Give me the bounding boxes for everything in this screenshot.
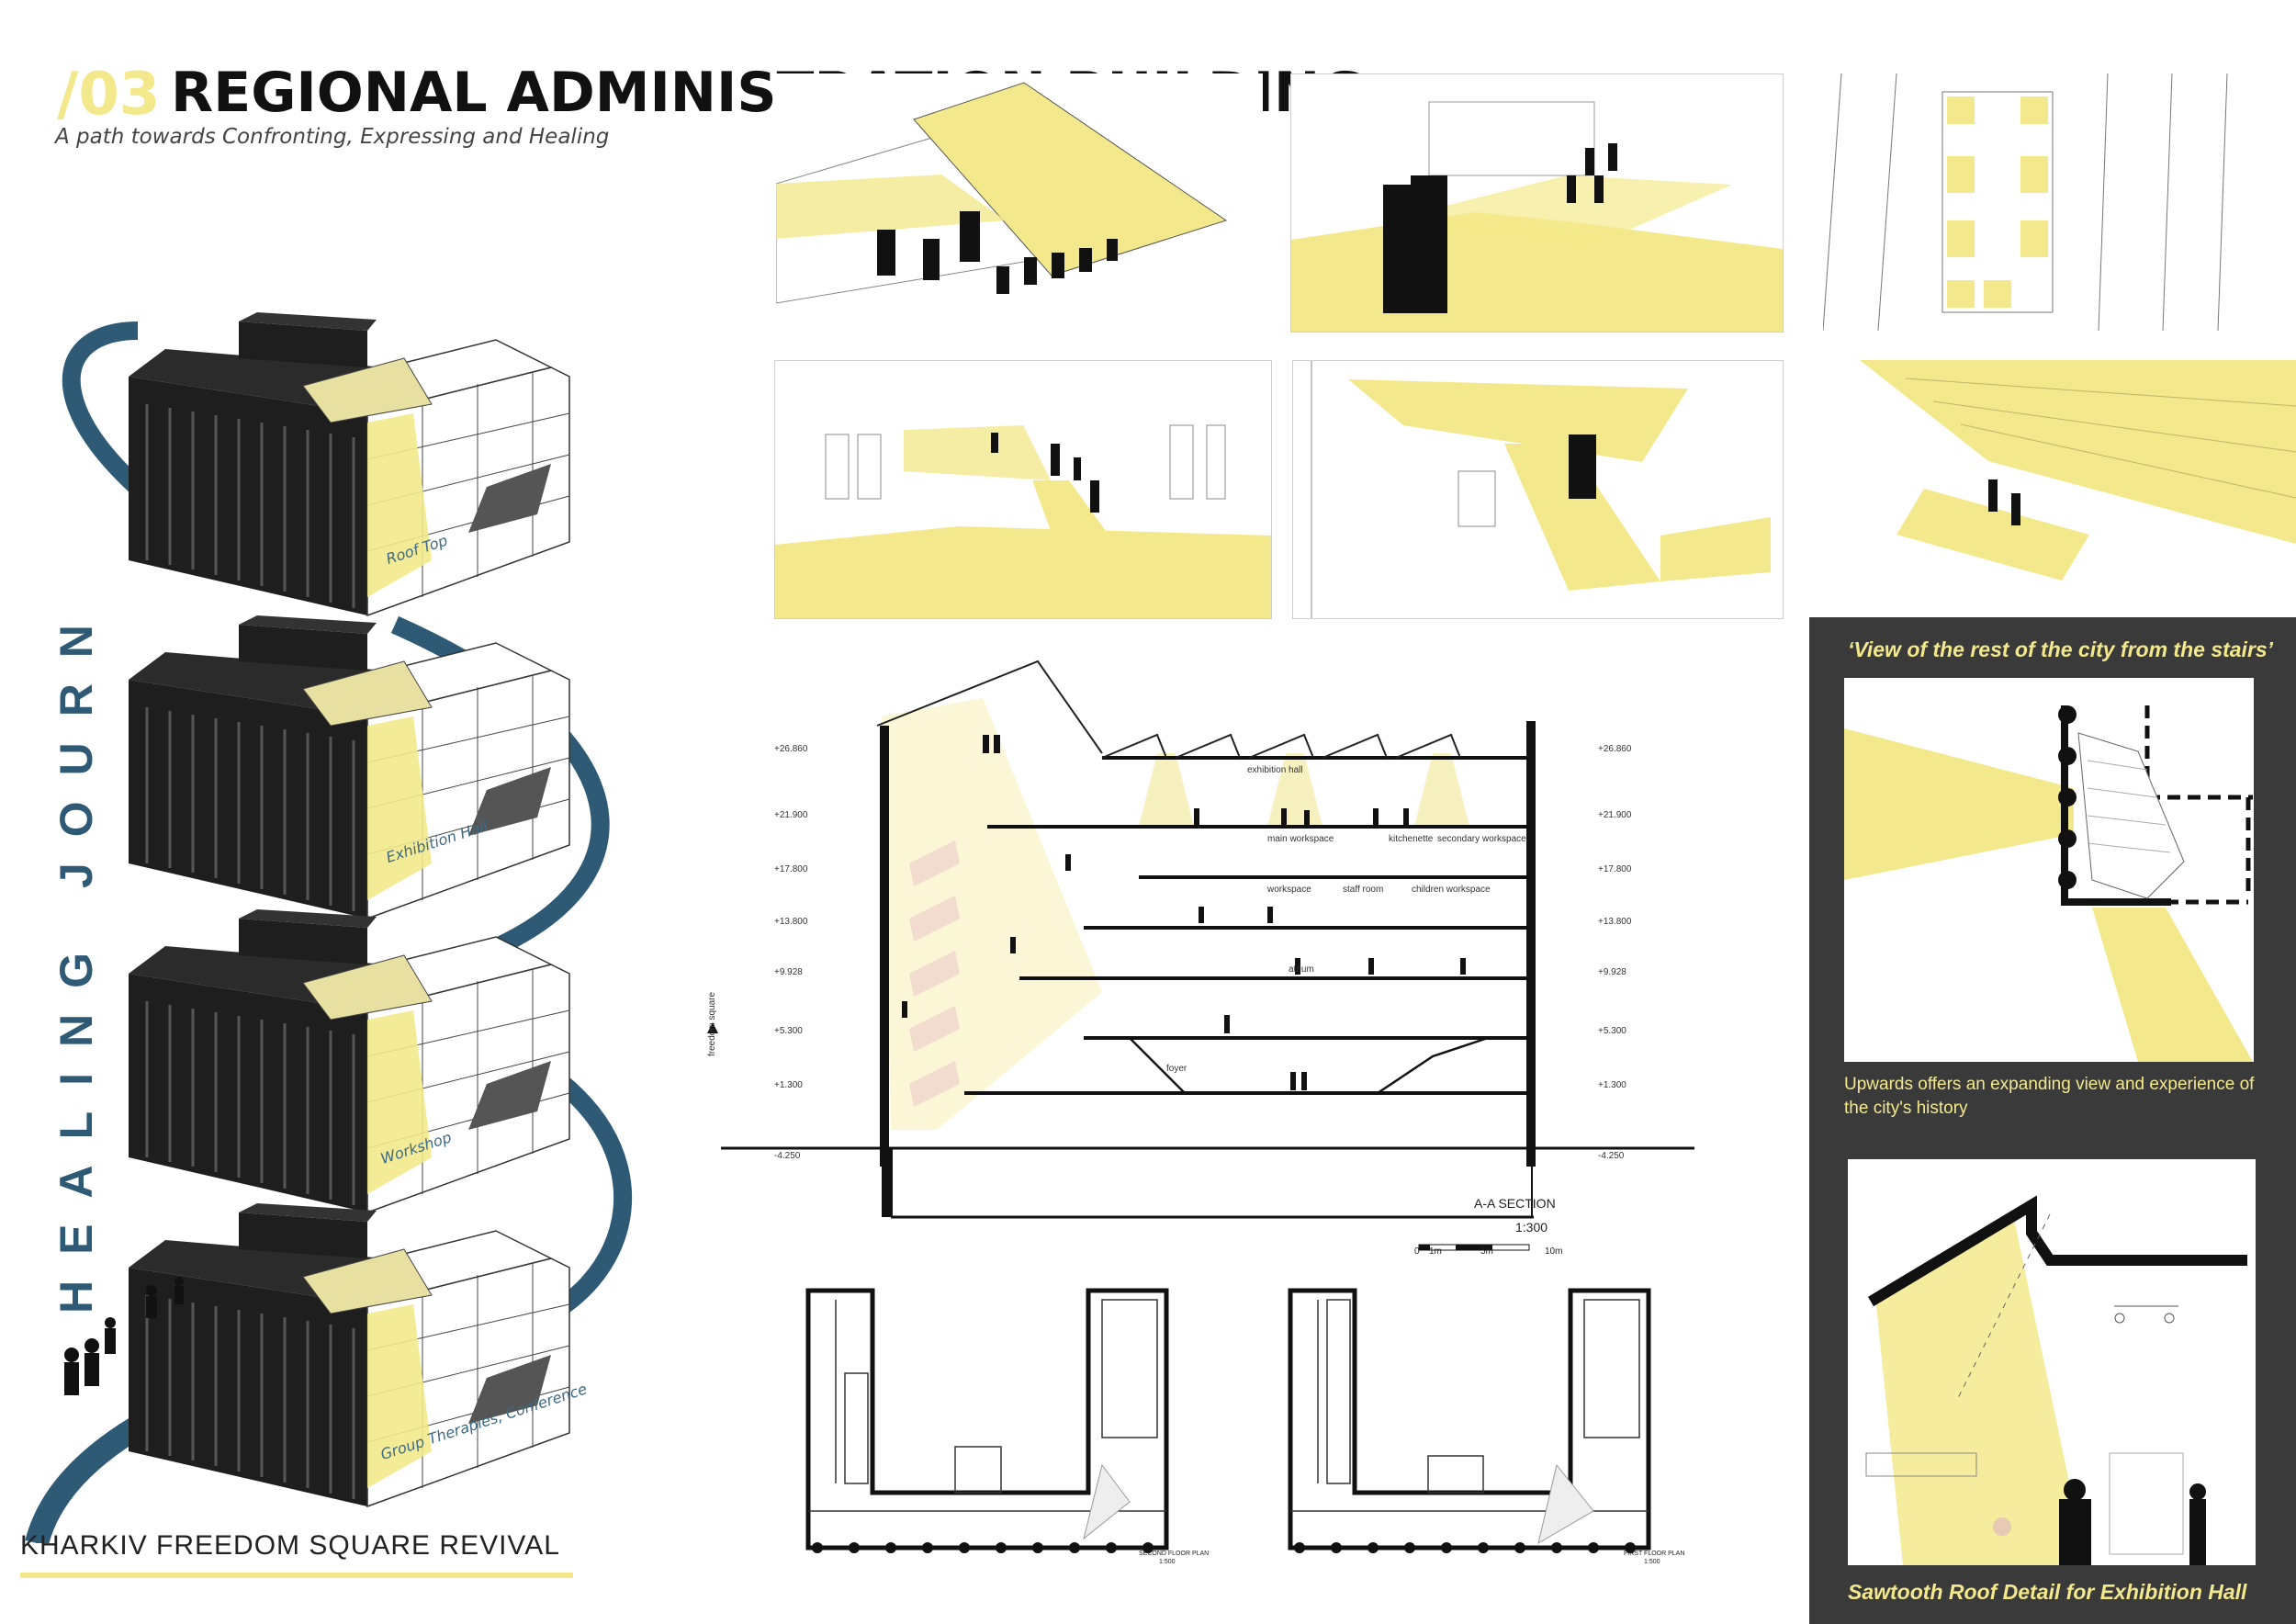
- scale-tick-0: 0: [1414, 1246, 1420, 1257]
- level-left-26860: +26.860: [774, 744, 808, 754]
- level-right-13800: +13.800: [1598, 917, 1632, 927]
- render-exhibition-corridor: [1290, 73, 1784, 333]
- first-floor-plan-scale: 1:500: [1644, 1559, 1660, 1565]
- second-floor-plan: [805, 1288, 1169, 1553]
- level-left-5300: +5.300: [774, 1026, 803, 1036]
- room-exhibition-hall: exhibition hall: [1247, 765, 1303, 775]
- level-left-9928: +9.928: [774, 967, 803, 977]
- stair-view-plan-diagram: [1844, 678, 2254, 1062]
- room-secondary-workspace: secondary workspace: [1437, 834, 1526, 844]
- render-roof-top: [776, 73, 1263, 331]
- level-right-26860: +26.860: [1598, 744, 1632, 754]
- room-children-workspace: children workspace: [1412, 885, 1491, 895]
- first-floor-plan-label: FIRST FLOOR PLAN: [1624, 1551, 1685, 1557]
- second-floor-plan-label: SECOND FLOOR PLAN: [1139, 1551, 1210, 1557]
- side-label-freedom-square: freedom square: [707, 991, 717, 1056]
- second-floor-plan-scale: 1:500: [1159, 1559, 1176, 1565]
- level-left-13800: +13.800: [774, 917, 808, 927]
- title-number: /03: [57, 61, 161, 129]
- section-title: A-A SECTION: [1474, 1196, 1556, 1211]
- level-right-21900: +21.900: [1598, 810, 1632, 820]
- scale-tick-1m: 1m: [1429, 1246, 1442, 1257]
- room-atrium: atrium: [1289, 964, 1314, 975]
- room-kitchenette: kitchenette: [1389, 834, 1434, 844]
- sawtooth-roof-detail: [1848, 1159, 2256, 1565]
- scale-tick-10m: 10m: [1545, 1246, 1563, 1257]
- footer-underline: [20, 1573, 573, 1578]
- healing-journey-diagram: [25, 310, 633, 1543]
- level-left-21900: +21.900: [774, 810, 808, 820]
- caption-city-view: ‘View of the rest of the city from the s…: [1848, 637, 2274, 661]
- level-right-5300: +5.300: [1598, 1026, 1626, 1036]
- scale-tick-5m: 5m: [1480, 1246, 1493, 1257]
- section-scale: 1:300: [1515, 1220, 1548, 1235]
- render-grand-stair: [1292, 360, 1784, 619]
- level-right-1300: +1.300: [1598, 1080, 1626, 1090]
- level-right-17800: +17.800: [1598, 864, 1632, 874]
- room-staff-room: staff room: [1343, 885, 1384, 895]
- svg-text:HEALING JOURNEY: HEALING JOURNEY: [51, 606, 102, 1314]
- vertical-title-healing-journey: HEALING JOURNEY: [51, 606, 102, 1314]
- render-atrium-stairs: [774, 360, 1272, 619]
- caption-expanding-view: Upwards offers an expanding view and exp…: [1844, 1075, 2255, 1118]
- room-main-workspace: main workspace: [1267, 834, 1334, 844]
- level-right-minus-4250: -4.250: [1598, 1151, 1625, 1161]
- first-floor-plan: [1288, 1288, 1651, 1553]
- room-foyer: foyer: [1166, 1064, 1187, 1074]
- level-left-minus-4250: -4.250: [774, 1151, 801, 1161]
- section-a-a-drawing: [707, 660, 1694, 1251]
- level-left-1300: +1.300: [774, 1080, 803, 1090]
- room-workspace: workspace: [1267, 885, 1311, 895]
- page-subtitle: A path towards Confronting, Expressing a…: [55, 125, 610, 149]
- project-name: KHARKIV FREEDOM SQUARE REVIVAL: [20, 1530, 560, 1561]
- render-stair-facade: [1823, 73, 2296, 331]
- caption-sawtooth-roof: Sawtooth Roof Detail for Exhibition Hall: [1848, 1580, 2247, 1604]
- render-terraced-steps: [1805, 360, 2296, 617]
- level-left-17800: +17.800: [774, 864, 808, 874]
- level-right-9928: +9.928: [1598, 967, 1626, 977]
